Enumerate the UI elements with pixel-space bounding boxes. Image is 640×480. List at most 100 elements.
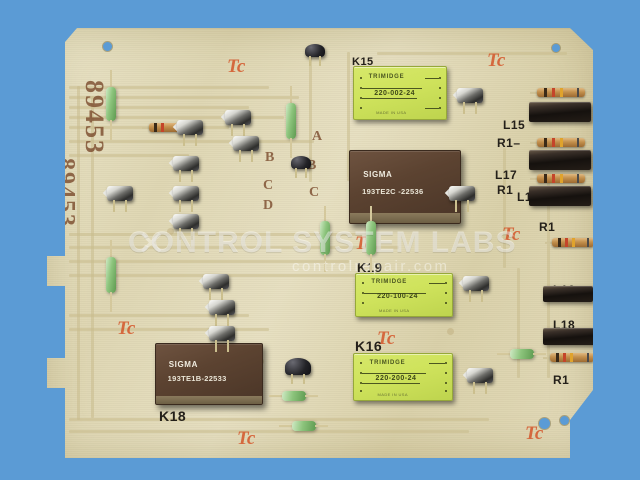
transistor-can-5	[168, 186, 199, 212]
pcb-trace	[69, 418, 489, 421]
pcb-trace	[69, 246, 399, 249]
relay-brand-k18: SIGMA	[168, 359, 198, 369]
pcb-trace	[517, 268, 520, 378]
marker-tc-2: Tc	[487, 50, 506, 71]
pin-label-c: C	[263, 178, 274, 193]
relay-fineprint-k16: MADE IN USA	[377, 391, 408, 397]
designator-k19: K19	[357, 260, 382, 275]
relay-module-k17: SIGMA 193TE2C -22536	[349, 150, 461, 224]
transistor-black-lower	[285, 358, 311, 384]
marker-tc-7: Tc	[237, 428, 256, 449]
mounting-hole	[552, 44, 560, 52]
relay-module-k18: SIGMA 193TE1B-22533	[155, 343, 263, 405]
resistor-r1-b	[530, 138, 592, 147]
pcb-trace	[69, 314, 249, 317]
capacitor-bottom-a	[269, 390, 318, 402]
pcb-trace	[69, 274, 409, 277]
transistor-can-right-4	[462, 368, 493, 394]
pcb-trace	[69, 154, 189, 157]
resistor-r1-a	[530, 88, 592, 97]
pin-label-b: B	[265, 150, 275, 165]
pcb-trace	[69, 96, 299, 99]
designator-k15: K15	[352, 56, 374, 68]
relay-partnumber-k16: 220-200-24	[375, 374, 417, 382]
pcb-trace	[69, 328, 269, 331]
capacitor-mid-upper	[285, 86, 297, 158]
pin-label-b2: B	[307, 158, 317, 173]
relay-brand-k16: TRIMIDGE	[369, 359, 406, 366]
designator-r1-c: R1	[497, 183, 514, 197]
relay-schematic-k16	[354, 354, 452, 400]
pcb-trace	[347, 52, 350, 178]
circuit-board: 89453 89453 A B B C C D Tc Tc Tc Tc Tc T…	[47, 28, 593, 458]
designator-r1-b: R1–	[497, 136, 521, 150]
transistor-black-mid	[291, 156, 311, 178]
transistor-can-4	[168, 156, 199, 182]
solder-pad	[167, 228, 174, 235]
pcb-trace	[77, 86, 80, 420]
relay-schematic-k19	[356, 274, 452, 316]
designator-r1-d: R1	[539, 220, 556, 234]
inductor-l16	[543, 286, 593, 302]
relay-partnumber-k17: 193TE2C -22536	[362, 187, 424, 196]
capacitor-mid-center	[319, 206, 331, 272]
pcb-trace	[69, 430, 469, 433]
transistor-can-2	[220, 110, 251, 136]
pcb-trace	[69, 86, 269, 89]
transistor-can-right-1	[452, 88, 483, 114]
transistor-can-3	[228, 136, 259, 162]
handwritten-serial-lower: 89453	[53, 158, 79, 228]
designator-l17: L17	[495, 168, 518, 182]
resistor-r1-d	[545, 238, 593, 247]
pin-label-a: A	[312, 129, 323, 144]
mounting-hole	[560, 416, 569, 425]
capacitor-mid-right	[365, 206, 377, 272]
relay-module-k19: TRIMIDGE 220-100-24 MADE IN USA	[355, 273, 453, 317]
inductor-l18	[543, 328, 593, 345]
pcb-trace	[69, 140, 314, 143]
pcb-trace	[547, 178, 550, 378]
relay-partnumber-k19: 220-100-24	[377, 292, 418, 300]
marker-tc-8: Tc	[525, 423, 544, 444]
relay-brand-k19: TRIMIDGE	[371, 279, 408, 286]
relay-fineprint-k15: MADE IN USA	[376, 110, 407, 116]
designator-k18: K18	[159, 408, 187, 424]
transistor-can-right-3	[458, 276, 489, 302]
designator-k16: K16	[355, 338, 383, 354]
pcb-trace	[69, 116, 284, 119]
capacitor-bottom-b	[279, 420, 328, 432]
pcb-trace	[69, 260, 349, 263]
relay-module-k15: TRIMIDGE 220-002-24 MADE IN USA	[353, 66, 447, 120]
relay-partnumber-k15: 220-002-24	[374, 90, 416, 98]
mounting-hole	[103, 42, 112, 51]
transistor-can-9	[204, 326, 235, 352]
transistor-can-8	[204, 300, 235, 326]
marker-tc-6: Tc	[377, 328, 396, 349]
pcb-trace	[91, 96, 94, 418]
pin-label-d: D	[263, 198, 274, 213]
marker-tc-1: Tc	[227, 56, 246, 77]
pcb-trace	[69, 106, 249, 109]
inductor-l17	[529, 150, 591, 170]
relay-module-k16: TRIMIDGE 220-200-24 MADE IN USA	[353, 353, 453, 401]
relay-fineprint-k19: MADE IN USA	[379, 308, 410, 314]
capacitor-left-upper	[105, 70, 117, 140]
pcb-trace	[69, 233, 369, 236]
transistor-can-right-2	[444, 186, 475, 212]
mounting-hole	[539, 418, 550, 429]
capacitor-lower-right	[497, 348, 546, 360]
relay-brand-k17: SIGMA	[363, 169, 393, 179]
relay-schematic-k15	[354, 67, 446, 119]
relay-brand-k15: TRIMIDGE	[368, 73, 405, 80]
transistor-can-6	[168, 214, 199, 240]
transistor-can-1	[172, 120, 203, 146]
pcb-trace	[503, 148, 506, 268]
inductor-l19	[529, 186, 591, 206]
designator-l15: L15	[503, 118, 526, 132]
transistor-can-7	[198, 274, 229, 300]
solder-pad	[447, 328, 454, 335]
pcb-trace	[309, 52, 312, 182]
capacitor-left-lower	[105, 240, 117, 312]
marker-tc-5: Tc	[117, 318, 136, 339]
